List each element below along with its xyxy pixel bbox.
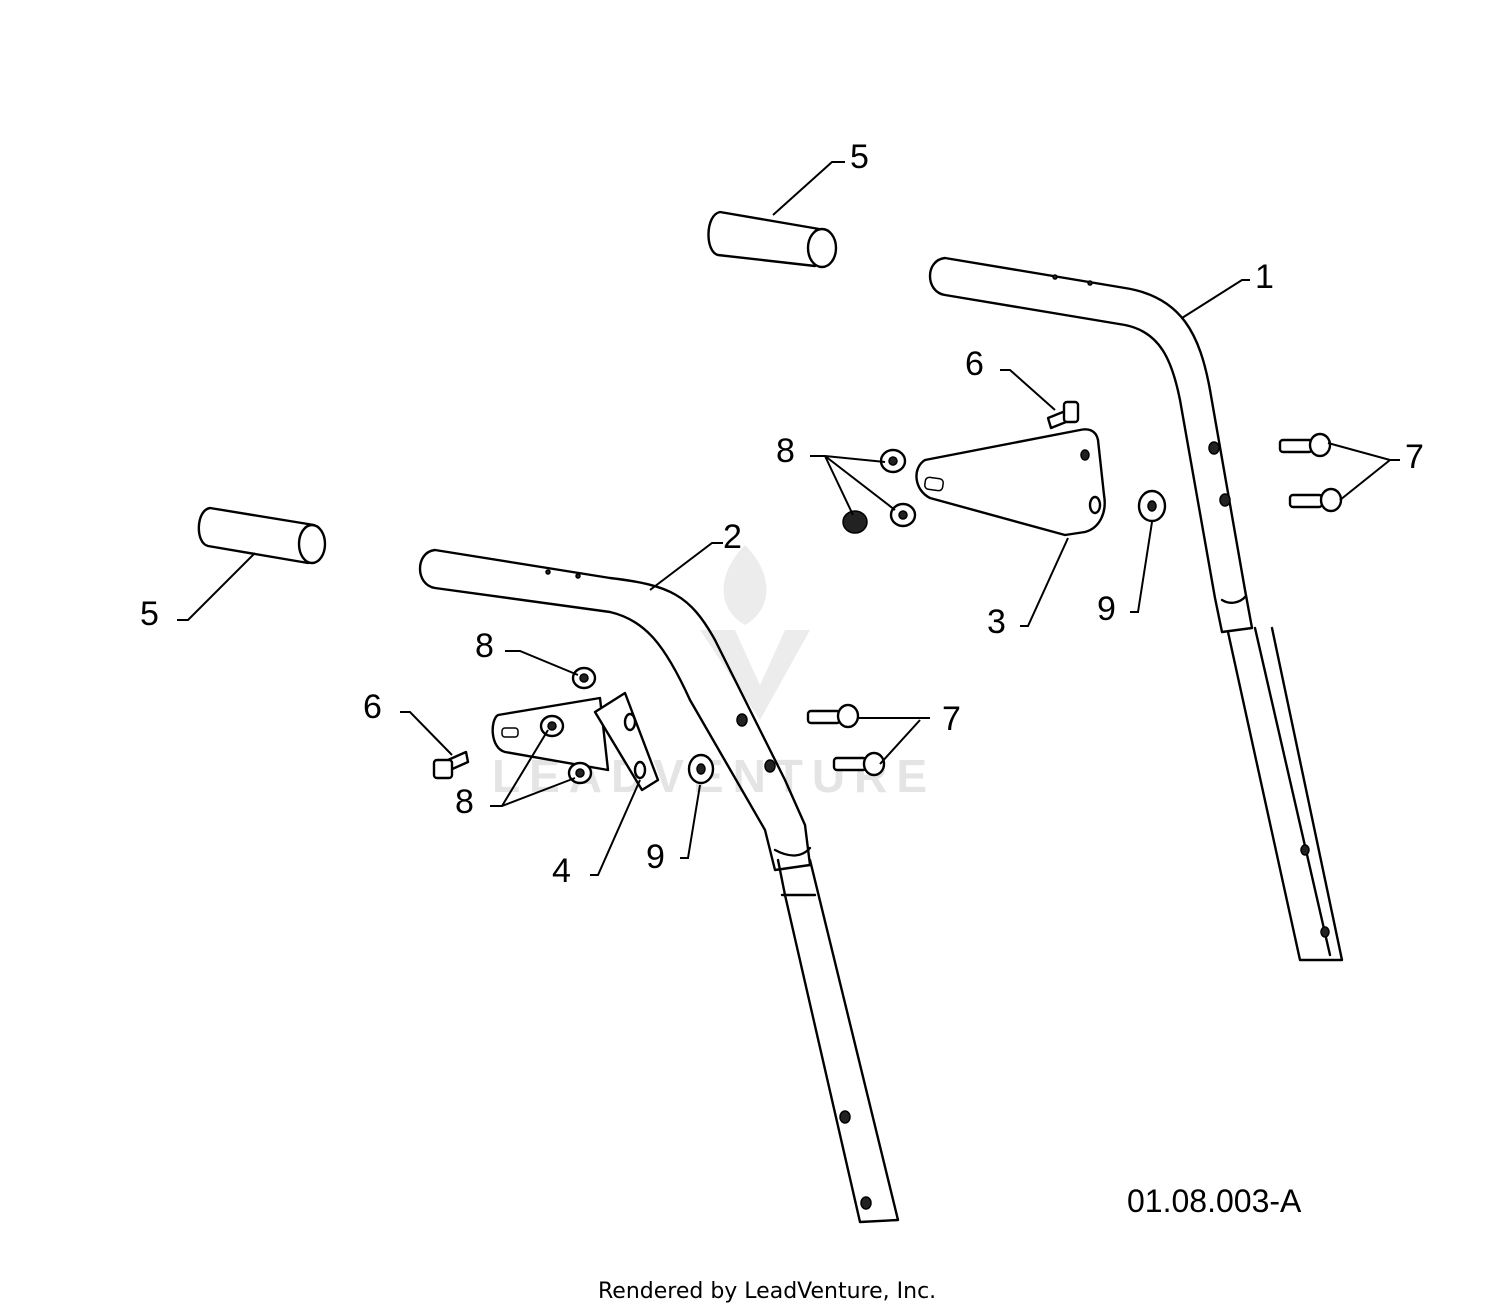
callout-4: 4 (552, 852, 571, 890)
callout-8-right: 8 (776, 432, 795, 470)
callout-3: 3 (987, 603, 1006, 641)
handle-upper-left[interactable] (418, 548, 900, 1224)
washer-left[interactable] (687, 753, 715, 785)
diagram-code: 01.08.003-A (1127, 1183, 1302, 1219)
callout-1: 1 (1255, 258, 1274, 296)
callout-5-left: 5 (140, 595, 159, 633)
callout-8-left-top: 8 (475, 627, 494, 665)
callout-8-left-bottom: 8 (455, 783, 474, 821)
grip-left[interactable] (197, 506, 327, 565)
washer-right[interactable] (1137, 489, 1167, 523)
grip-top[interactable] (707, 210, 838, 269)
nut-left-middle[interactable] (539, 714, 565, 738)
nut-right-middle[interactable] (889, 502, 917, 528)
callout-6-right: 6 (965, 345, 984, 383)
footer-credit: Rendered by LeadVenture, Inc. (598, 1279, 936, 1304)
callout-5-top: 5 (850, 138, 869, 176)
leader-lines (177, 161, 1400, 876)
nut-right-dark[interactable] (842, 510, 868, 534)
bolt-right[interactable] (1046, 400, 1080, 430)
bolt-left[interactable] (432, 750, 470, 780)
callout-labels: 5 1 6 8 7 3 9 5 2 8 6 8 7 4 9 (140, 138, 1424, 890)
callout-2: 2 (723, 518, 742, 556)
callout-9-left: 9 (646, 838, 665, 876)
carriage-bolts-left[interactable] (806, 703, 886, 777)
callout-7-right: 7 (1405, 438, 1424, 476)
callout-7-left: 7 (942, 700, 961, 738)
callout-9-right: 9 (1097, 590, 1116, 628)
bracket-right[interactable] (915, 428, 1106, 537)
carriage-bolts-right[interactable] (1278, 432, 1343, 513)
nut-left-top[interactable] (571, 666, 597, 690)
handle-upper-right[interactable] (928, 256, 1344, 962)
callout-6-left: 6 (363, 688, 382, 726)
